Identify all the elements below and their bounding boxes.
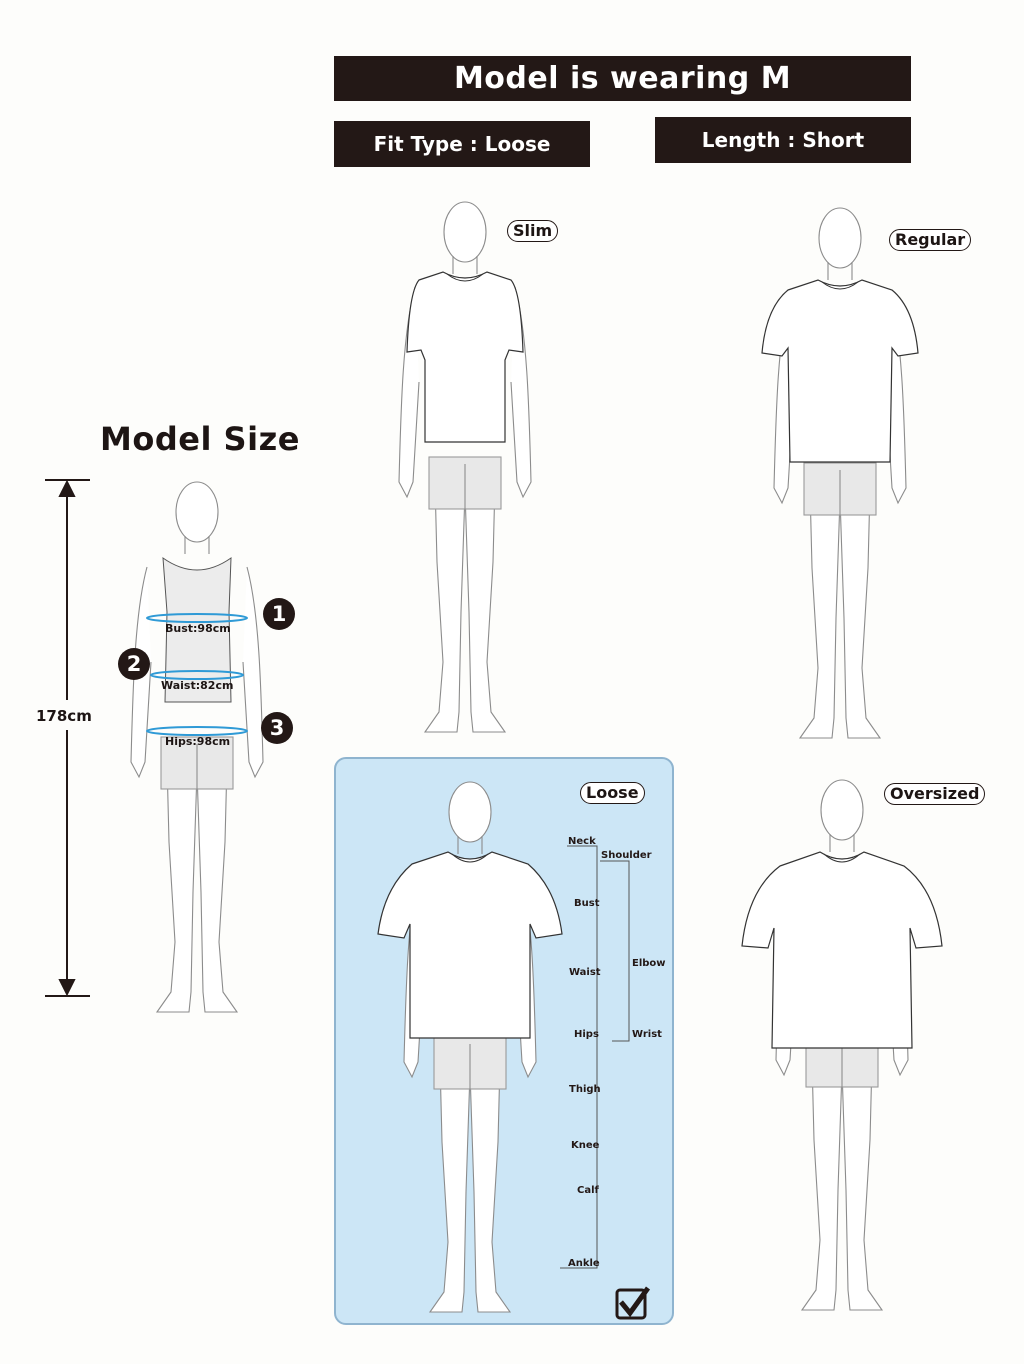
fit-type-banner: Fit Type : Loose (334, 121, 590, 167)
fit-option-oversized[interactable]: Oversized (884, 783, 986, 805)
measurement-number-2: 2 (118, 648, 150, 680)
fit-option-loose[interactable]: Loose (580, 782, 645, 804)
height-arrow (45, 479, 90, 997)
measurement-number-3: 3 (261, 712, 293, 744)
regular-figure (761, 207, 919, 739)
oversized-figure (741, 779, 943, 1311)
landmark-elbow: Elbow (632, 958, 666, 969)
waist-measurement: Waist:82cm (161, 679, 234, 692)
slim-figure (398, 201, 532, 733)
landmark-thigh: Thigh (569, 1084, 601, 1095)
bust-measurement: Bust:98cm (165, 622, 231, 635)
measurement-number-1: 1 (263, 598, 295, 630)
landmark-lines (560, 845, 630, 1269)
landmark-neck: Neck (568, 836, 596, 847)
length-banner: Length : Short (655, 117, 911, 163)
model-size-figure (130, 481, 264, 1013)
landmark-calf: Calf (577, 1185, 599, 1196)
fit-option-slim[interactable]: Slim (507, 220, 559, 242)
landmark-shoulder: Shoulder (601, 850, 652, 861)
length-text: Length : Short (701, 128, 865, 152)
model-height-label: 178cm (36, 705, 92, 727)
landmark-waist: Waist (569, 967, 601, 978)
model-size-title: Model Size (100, 420, 300, 458)
fit-type-text: Fit Type : Loose (373, 132, 551, 156)
fit-option-regular[interactable]: Regular (889, 229, 972, 251)
loose-figure (377, 781, 563, 1313)
landmark-knee: Knee (571, 1140, 600, 1151)
measurement-rings (146, 613, 248, 736)
landmark-wrist: Wrist (632, 1029, 662, 1040)
landmark-bust: Bust (574, 898, 600, 909)
landmark-hips: Hips (574, 1029, 599, 1040)
hips-measurement: Hips:98cm (165, 735, 231, 748)
model-wearing-text: Model is wearing M (453, 61, 792, 96)
landmark-ankle: Ankle (568, 1258, 600, 1269)
checkbox-checked-icon (615, 1286, 651, 1320)
model-wearing-banner: Model is wearing M (334, 56, 911, 101)
